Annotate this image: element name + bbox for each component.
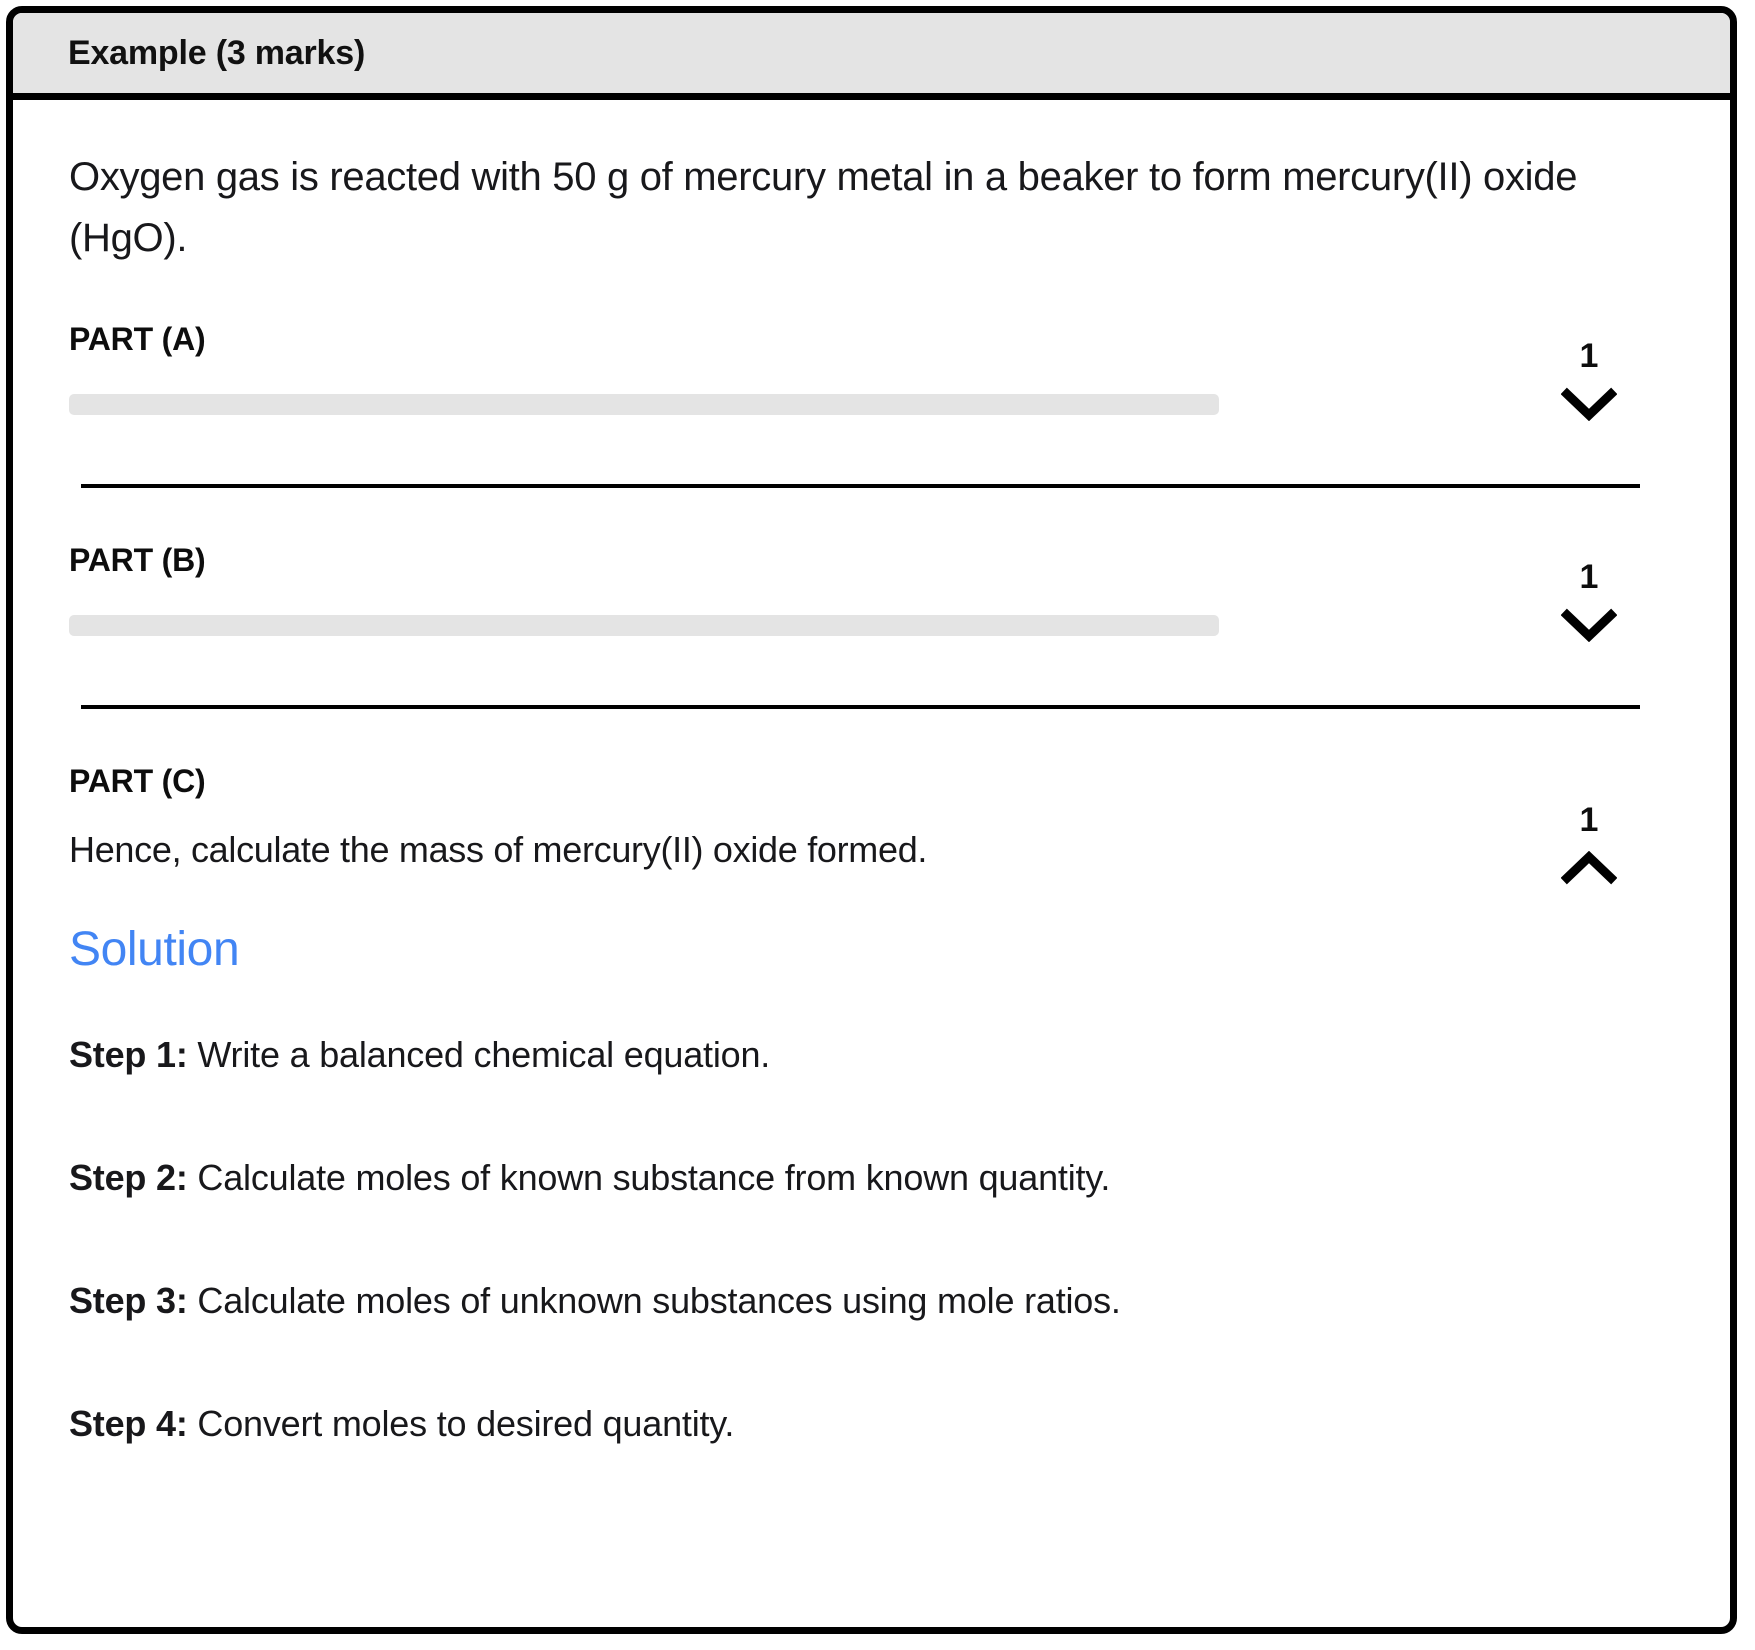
part-divider-a-b xyxy=(81,483,1640,488)
solution-step-label: Step 2: xyxy=(69,1156,188,1198)
part-b-control[interactable]: 1 xyxy=(1514,560,1664,642)
part-divider-b-c xyxy=(81,704,1640,709)
solution-step: Step 2: Calculate moles of known substan… xyxy=(69,1152,1674,1204)
solution-step-text: Calculate moles of unknown substances us… xyxy=(187,1279,1121,1321)
part-b[interactable]: PART (B) 1 xyxy=(69,541,1674,642)
solution-heading: Solution xyxy=(69,922,240,976)
solution-step-label: Step 3: xyxy=(69,1279,188,1321)
part-a-marks-badge: 1 xyxy=(1579,336,1599,375)
part-b-hidden-question-placeholder xyxy=(69,614,1219,636)
card-header: Example (3 marks) xyxy=(13,13,1730,100)
part-c-control[interactable]: 1 xyxy=(1514,803,1664,885)
solution-step-label: Step 1: xyxy=(69,1033,188,1075)
part-a-control[interactable]: 1 xyxy=(1514,339,1664,421)
part-c[interactable]: PART (C) Hence, calculate the mass of me… xyxy=(69,762,1674,884)
chevron-down-icon[interactable] xyxy=(1561,608,1617,642)
part-a-hidden-question-placeholder xyxy=(69,393,1219,415)
page-title: Example (3 marks) xyxy=(68,33,366,72)
part-a[interactable]: PART (A) 1 xyxy=(69,320,1674,421)
solution-step-text: Convert moles to desired quantity. xyxy=(187,1403,735,1445)
part-a-label: PART (A) xyxy=(69,320,206,357)
question-stem: Oxygen gas is reacted with 50 g of mercu… xyxy=(69,155,1578,260)
solution-step-text: Calculate moles of known substance from … xyxy=(187,1156,1111,1198)
solution-step: Step 1: Write a balanced chemical equati… xyxy=(69,1029,1674,1081)
example-question-card: Example (3 marks) Oxygen gas is reacted … xyxy=(6,6,1737,1634)
solution-step-label: Step 4: xyxy=(69,1403,188,1445)
solution-step: Step 3: Calculate moles of unknown subst… xyxy=(69,1275,1674,1327)
chevron-down-icon[interactable] xyxy=(1561,387,1617,421)
part-c-label: PART (C) xyxy=(69,762,206,799)
card-body: Oxygen gas is reacted with 50 g of mercu… xyxy=(13,147,1730,1450)
part-c-question-text: Hence, calculate the mass of mercury(II)… xyxy=(69,828,928,870)
part-b-label: PART (B) xyxy=(69,541,206,578)
solution-step-text: Write a balanced chemical equation. xyxy=(187,1033,771,1075)
solution-step: Step 4: Convert moles to desired quantit… xyxy=(69,1398,1674,1450)
part-c-marks-badge: 1 xyxy=(1579,800,1599,839)
part-b-marks-badge: 1 xyxy=(1579,557,1599,596)
chevron-up-icon[interactable] xyxy=(1561,850,1617,885)
